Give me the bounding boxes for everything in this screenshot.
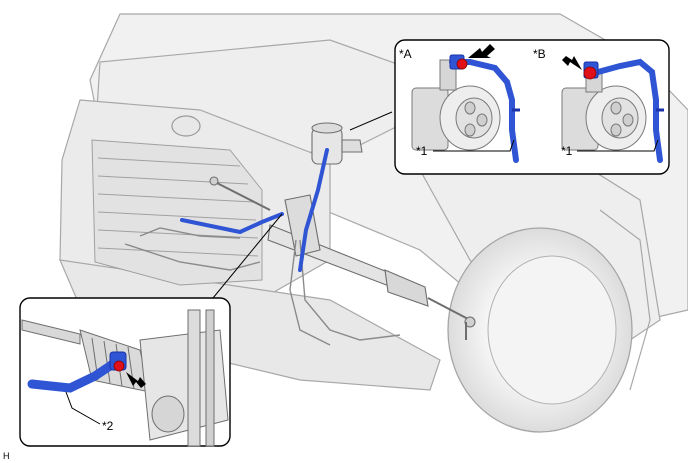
front-grille <box>91 139 263 286</box>
emblem <box>171 115 201 137</box>
hose-b <box>595 58 663 163</box>
label-1a: *1 <box>416 144 428 158</box>
clamp-b <box>583 61 599 80</box>
fluid-reservoir <box>311 122 363 165</box>
pump-inset: *A *B *1 *1 <box>394 39 670 175</box>
clamp-a <box>449 54 468 70</box>
power-steering-pump-a <box>411 59 501 151</box>
pressure-hose <box>180 148 329 272</box>
return-lines <box>124 227 401 346</box>
pointer-arrow-icon <box>562 56 582 70</box>
power-steering-pump-b <box>561 69 647 151</box>
pointer-arrow-icon <box>468 44 495 58</box>
hose-a <box>449 59 519 163</box>
gearbox-inset: *2 <box>19 297 231 447</box>
label-a: *A <box>399 47 412 61</box>
label-b: *B <box>533 47 546 61</box>
steering-gear-assembly <box>209 176 476 340</box>
leader-lines <box>212 111 393 299</box>
front-wheel <box>447 209 651 433</box>
pointer-arrow-icon <box>126 372 146 388</box>
clamp-detail <box>109 351 127 372</box>
corner-mark: H <box>3 451 10 461</box>
label-2: *2 <box>102 419 114 433</box>
label-1b: *1 <box>561 144 573 158</box>
